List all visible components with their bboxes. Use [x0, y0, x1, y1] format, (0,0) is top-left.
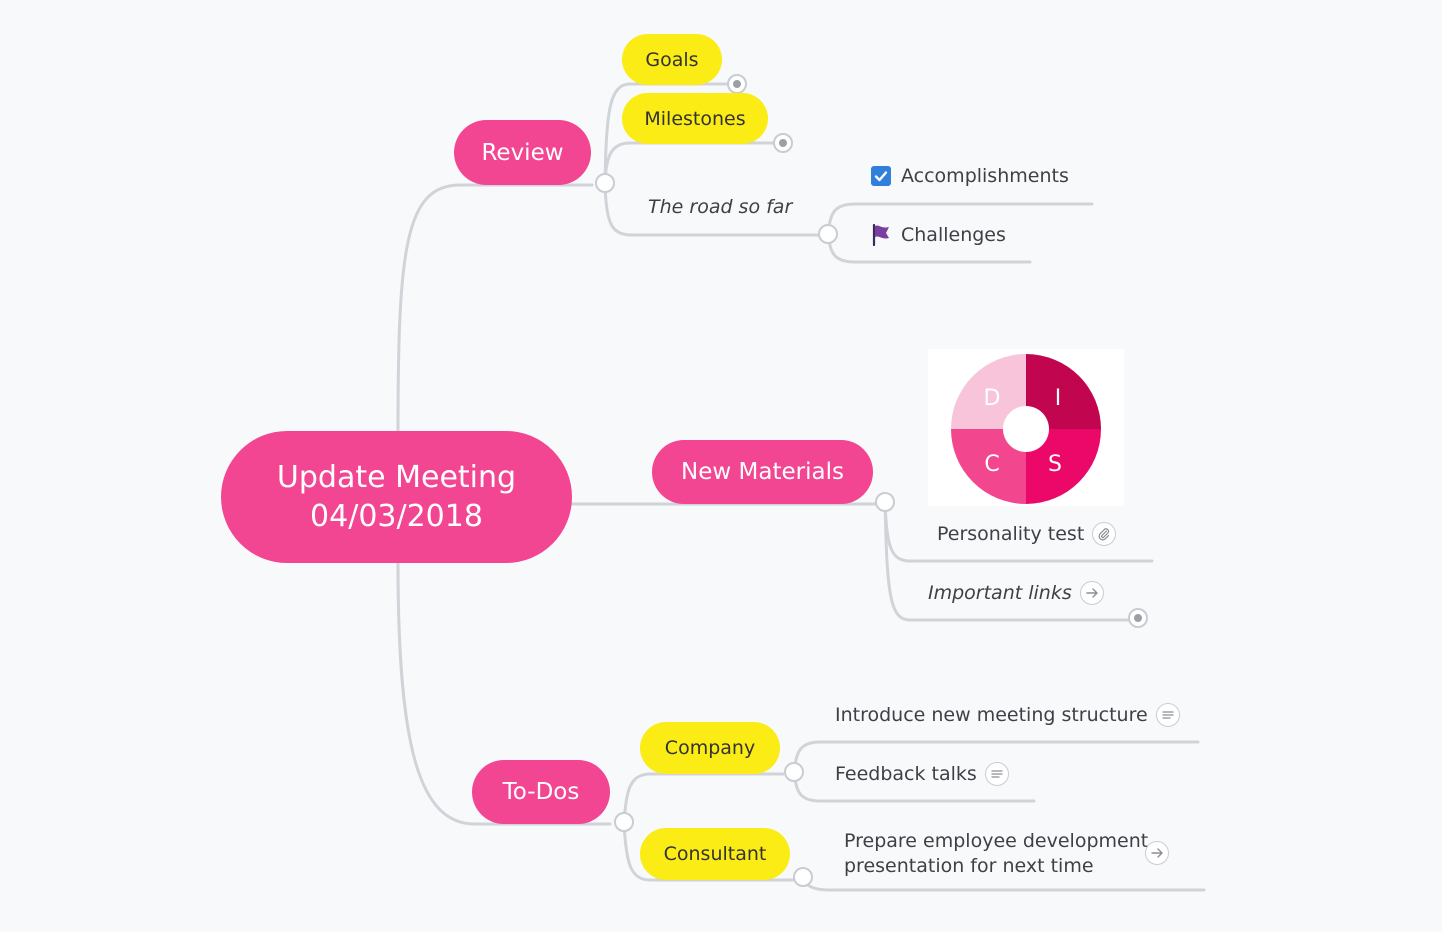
introduce-structure-node[interactable]: Introduce new meeting structure [835, 703, 1180, 727]
central-topic-line-2: 04/03/2018 [310, 499, 483, 534]
review-node[interactable]: Review [454, 120, 591, 185]
company-node[interactable]: Company [640, 722, 780, 774]
prepare-presentation-line-1: Prepare employee development [844, 830, 1149, 852]
disc-segment-c [951, 429, 1026, 504]
company-collapse-handle[interactable] [784, 762, 804, 782]
feedback-talks-node[interactable]: Feedback talks [835, 762, 1009, 786]
important-links-node[interactable]: Important links [928, 581, 1104, 605]
disc-label-c: C [984, 452, 999, 477]
review-label: Review [481, 139, 564, 166]
review-collapse-handle[interactable] [595, 173, 615, 193]
milestones-label: Milestones [644, 107, 746, 130]
personality-test-node[interactable]: Personality test [937, 522, 1117, 546]
disc-segment-s [1026, 429, 1101, 504]
checkbox-checked-icon[interactable] [871, 166, 891, 186]
road-so-far-node[interactable]: The road so far [648, 196, 792, 218]
disc-segment-i [1026, 354, 1101, 429]
company-label: Company [664, 737, 756, 759]
consultant-node[interactable]: Consultant [640, 828, 790, 880]
important-links-label: Important links [928, 582, 1072, 604]
important-links-expand-handle[interactable] [1128, 608, 1148, 628]
disc-label-i: I [1055, 386, 1062, 411]
accomplishments-node[interactable]: Accomplishments [871, 165, 1069, 187]
new-materials-node[interactable]: New Materials [652, 440, 873, 504]
accomplishments-label: Accomplishments [901, 165, 1069, 187]
disc-center [1003, 406, 1049, 452]
disc-label-s: S [1048, 452, 1062, 477]
new-materials-label: New Materials [681, 459, 844, 485]
road-so-far-label: The road so far [648, 196, 793, 218]
arrow-right-icon[interactable] [1079, 581, 1104, 605]
goals-node[interactable]: Goals [622, 34, 722, 85]
disc-image[interactable]: D I C S [928, 349, 1124, 506]
paperclip-icon[interactable] [1092, 522, 1117, 546]
notes-icon[interactable] [984, 762, 1009, 786]
milestones-node[interactable]: Milestones [622, 93, 768, 144]
introduce-structure-label: Introduce new meeting structure [835, 704, 1148, 726]
disc-chart: D I C S [951, 354, 1101, 504]
goals-expand-handle[interactable] [727, 74, 747, 94]
central-topic-line-1: Update Meeting [276, 460, 517, 495]
notes-icon[interactable] [1155, 703, 1180, 727]
new-materials-collapse-handle[interactable] [875, 492, 895, 512]
milestones-expand-handle[interactable] [773, 133, 793, 153]
central-topic[interactable]: Update Meeting 04/03/2018 [221, 431, 572, 563]
feedback-talks-label: Feedback talks [835, 763, 977, 785]
todos-node[interactable]: To-Dos [472, 760, 610, 824]
road-so-far-collapse-handle[interactable] [818, 224, 838, 244]
prepare-presentation-node[interactable]: Prepare employee development presentatio… [844, 829, 1148, 879]
purple-flag-icon [871, 224, 891, 246]
disc-segment-d [951, 354, 1026, 429]
challenges-label: Challenges [901, 224, 1006, 246]
todos-label: To-Dos [502, 779, 580, 805]
disc-label-d: D [984, 386, 1001, 411]
todos-collapse-handle[interactable] [614, 812, 634, 832]
personality-test-label: Personality test [937, 523, 1085, 545]
consultant-label: Consultant [663, 843, 767, 865]
goals-label: Goals [645, 48, 699, 71]
prepare-presentation-line-2: presentation for next time [844, 855, 1094, 877]
challenges-node[interactable]: Challenges [871, 224, 1006, 246]
arrow-right-icon[interactable] [1145, 841, 1169, 865]
consultant-collapse-handle[interactable] [793, 867, 813, 887]
